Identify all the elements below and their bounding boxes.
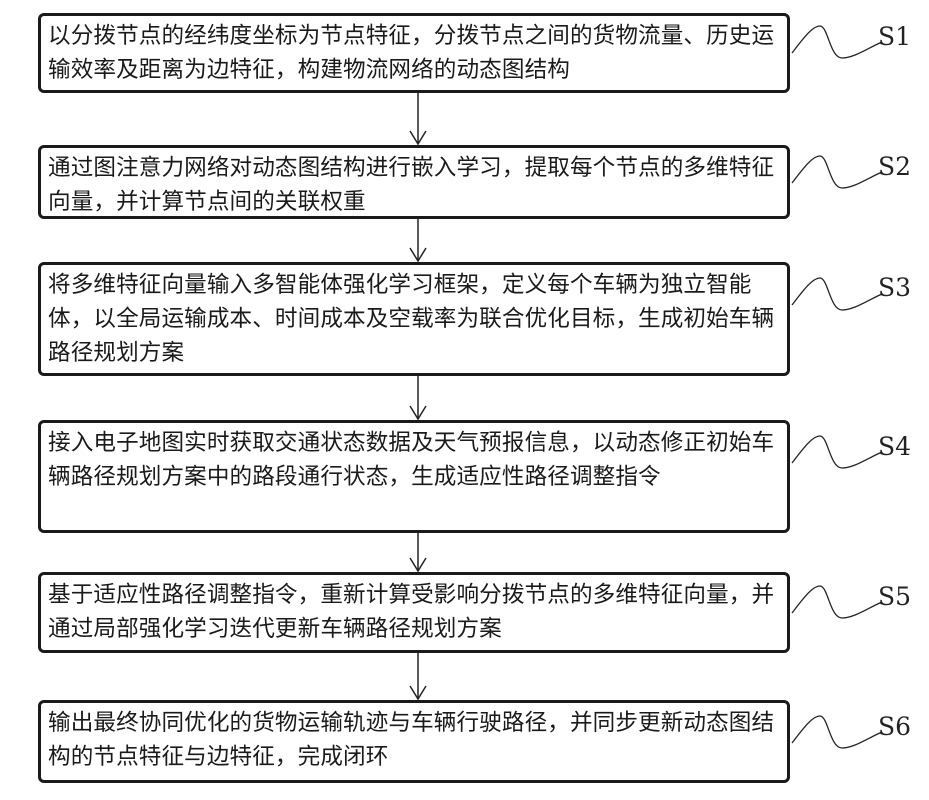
leader-line-icon	[790, 428, 910, 478]
step-label-s4: S4	[878, 432, 912, 461]
step-box-s3: 将多维特征向量输入多智能体强化学习框架，定义每个车辆为独立智能体，以全局运输成本…	[38, 262, 790, 376]
arrow-down-icon	[408, 376, 428, 420]
step-box-s4: 接入电子地图实时获取交通状态数据及天气预报信息，以动态修正初始车辆路径规划方案中…	[38, 420, 790, 533]
leader-line-icon	[790, 578, 910, 628]
step-box-s2: 通过图注意力网络对动态图结构进行嵌入学习，提取每个节点的多维特征向量，并计算节点…	[38, 145, 790, 219]
leader-line-icon	[790, 270, 910, 320]
arrow-down-icon	[408, 533, 428, 572]
step-box-s5: 基于适应性路径调整指令，重新计算受影响分拨节点的多维特征向量，并通过局部强化学习…	[38, 572, 790, 653]
step-text: 通过图注意力网络对动态图结构进行嵌入学习，提取每个节点的多维特征向量，并计算节点…	[48, 155, 775, 215]
step-box-s6: 输出最终协同优化的货物运输轨迹与车辆行驶路径，并同步更新动态图结构的节点特征与边…	[38, 700, 790, 783]
step-label-s6: S6	[878, 712, 912, 741]
step-text: 接入电子地图实时获取交通状态数据及天气预报信息，以动态修正初始车辆路径规划方案中…	[48, 430, 775, 490]
arrow-down-icon	[408, 219, 428, 262]
step-label-s5: S5	[878, 582, 912, 611]
step-text: 以分拨节点的经纬度坐标为节点特征，分拨节点之间的货物流量、历史运输效率及距离为边…	[48, 23, 775, 83]
step-label-s2: S2	[878, 152, 912, 181]
step-text: 基于适应性路径调整指令，重新计算受影响分拨节点的多维特征向量，并通过局部强化学习…	[48, 582, 775, 642]
step-label-s3: S3	[878, 273, 912, 302]
leader-line-icon	[790, 708, 910, 758]
step-box-s1: 以分拨节点的经纬度坐标为节点特征，分拨节点之间的货物流量、历史运输效率及距离为边…	[38, 13, 790, 93]
leader-line-icon	[790, 18, 910, 68]
leader-line-icon	[790, 148, 910, 198]
step-label-s1: S1	[878, 22, 912, 51]
step-text: 输出最终协同优化的货物运输轨迹与车辆行驶路径，并同步更新动态图结构的节点特征与边…	[48, 710, 775, 770]
step-text: 将多维特征向量输入多智能体强化学习框架，定义每个车辆为独立智能体，以全局运输成本…	[48, 272, 775, 366]
arrow-down-icon	[408, 653, 428, 700]
arrow-down-icon	[408, 93, 428, 145]
